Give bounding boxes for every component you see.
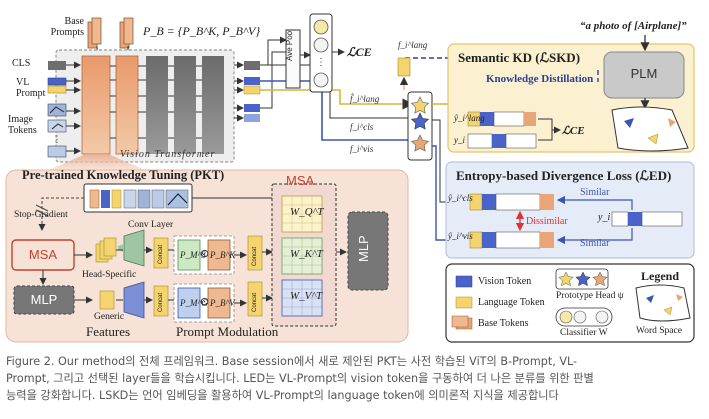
loss-ce-main: ℒCE: [347, 45, 372, 59]
pkt-mlp-label: MLP: [30, 292, 58, 307]
y-i-ed-label: y_i: [598, 212, 611, 223]
caption-line-3: 능력을 강화합니다. LSKD는 언어 임베딩을 활용하여 VL-Prompt의…: [6, 389, 559, 402]
ave-pool-classifier: ⋮: [285, 13, 345, 93]
ave-pool-label: Ave Pool: [285, 29, 294, 61]
wq-label: W_Q^T: [290, 206, 324, 218]
plm-label: PLM: [630, 66, 658, 81]
concat-label-3: Concat: [252, 246, 258, 266]
vision-transformer: [44, 49, 235, 172]
caption-line-1: Figure 2. Our method의 전체 프레임워크. Base ses…: [6, 355, 578, 368]
vit-outputs: [234, 36, 414, 141]
wv-label: W_V^T: [290, 290, 323, 302]
concat-label-4: Concat: [252, 292, 258, 312]
odot-1: ⊙: [200, 248, 210, 260]
pm-g-label: P_M^G: [180, 298, 208, 308]
semantic-kd-title: Semantic KD (ℒSKD): [458, 50, 581, 65]
prompt-modulation-label: Prompt Modulation: [176, 324, 279, 339]
similar-top-label: Similar: [580, 187, 610, 198]
y-i-kd-label: y_i: [454, 135, 465, 145]
f-cls-label: f_i^cls: [350, 122, 374, 132]
input-label-cls: CLS: [12, 58, 31, 69]
pb-k-label: P_B^K: [210, 250, 236, 260]
input-tokens: ⋮: [47, 61, 81, 158]
base-prompts: [87, 17, 134, 61]
generic-label: Generic: [94, 312, 125, 322]
figure-caption: Figure 2. Our method의 전체 프레임워크. Base ses…: [6, 353, 706, 404]
y-hat-vis-label: ŷ_i^vis: [448, 231, 473, 241]
svg-text:⋮: ⋮: [53, 134, 62, 144]
mlp-right-label: MLP: [356, 235, 371, 262]
y-hat-cls-label: ŷ_i^cls: [448, 193, 473, 203]
dissimilar-label: Dissimilar: [526, 216, 568, 227]
odot-2: ⊙: [200, 296, 210, 308]
prototype-heads: [407, 91, 433, 161]
legend-prototype-head: Prototype Head ψ: [556, 291, 624, 301]
knowledge-distillation-label: Knowledge Distillation: [486, 73, 594, 85]
similar-bottom-label: Similar: [580, 238, 610, 249]
y-hat-lang-label: ŷ_i^lang: [454, 113, 485, 123]
kd-quote: “a photo of [Airplane]”: [580, 20, 687, 32]
vision-transformer-label: Vision Transformer: [120, 149, 216, 160]
msa-right-label: MSA: [286, 173, 315, 188]
wk-label: W_K^T: [290, 248, 323, 260]
legend-word-space: Word Space: [636, 326, 682, 336]
semantic-kd-panel: [447, 35, 695, 153]
pkt-panel: [5, 169, 409, 343]
caption-line-2: Prompt, 그리고 선택된 layer들을 학습시킵니다. LED는 VL-…: [6, 372, 594, 385]
f-vis-label: f_i^vis: [350, 144, 374, 154]
entropy-title: Entropy-based Divergence Loss (ℒED): [456, 168, 672, 183]
pkt-msa-label: MSA: [28, 247, 58, 262]
legend-base-tokens: Base Tokens: [478, 318, 529, 329]
f-lang-hat-label: f̂_i^lang: [350, 94, 380, 104]
conv-layer-label: Conv Layer: [128, 220, 174, 230]
head-specific-label: Head-Specific: [82, 270, 137, 280]
legend-language-token: Language Token: [478, 297, 545, 308]
legend-title: Legend: [641, 269, 680, 283]
input-label-image-tokens: Image Tokens: [8, 114, 37, 136]
legend-vision-token: Vision Token: [478, 276, 532, 287]
f-lang-label: f_i^lang: [398, 40, 428, 50]
legend-classifier: Classifier W: [560, 328, 608, 338]
loss-ce-kd: ℒCE: [562, 125, 585, 137]
input-label-vl-prompt: VL Prompt: [16, 77, 46, 99]
concat-label-2: Concat: [158, 292, 164, 312]
concat-label-1: Concat: [158, 244, 164, 264]
pm-s-label: P_M^S: [180, 250, 206, 260]
features-label: Features: [86, 324, 131, 339]
pb-formula: P_B = {P_B^K, P_B^V}: [143, 24, 261, 38]
entropy-panel: [445, 161, 695, 259]
legend-panel: [445, 263, 695, 343]
svg-text:⋮: ⋮: [316, 57, 326, 68]
stop-gradient-label: Stop-Gradient: [14, 210, 68, 220]
pkt-title: Pre-trained Knowledge Tuning (PKT): [22, 168, 225, 182]
pb-v-label: P_B^V: [210, 298, 235, 308]
framework-figure: ⋮ ⋮: [5, 13, 695, 343]
base-prompts-label: Base Prompts: [50, 16, 84, 38]
